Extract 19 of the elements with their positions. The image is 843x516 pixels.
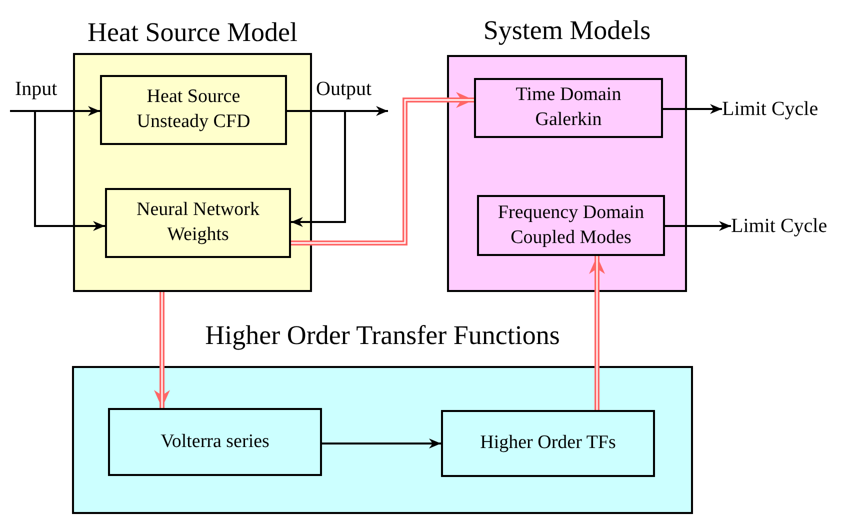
process-box: Higher Order TFs <box>441 410 655 477</box>
output-label: Limit Cycle <box>722 98 818 120</box>
process-box: Volterra series <box>108 408 322 476</box>
double-arrow <box>291 92 474 246</box>
group-heading: Higher Order Transfer Functions <box>205 320 560 351</box>
arrow <box>665 221 731 231</box>
arrow <box>663 104 722 114</box>
arrow <box>322 438 441 448</box>
double-arrow <box>589 256 605 410</box>
output-label: Limit Cycle <box>731 214 828 238</box>
group-heading: Heat Source Model <box>88 17 298 48</box>
arrow <box>34 111 105 231</box>
process-box: Frequency Domain Coupled Modes <box>477 195 665 256</box>
process-box: Heat Source Unsteady CFD <box>100 75 287 145</box>
double-arrow <box>154 292 170 408</box>
group-heading: System Models <box>483 15 651 46</box>
arrow <box>10 106 100 116</box>
process-box: Time Domain Galerkin <box>474 78 663 138</box>
process-box: Neural Network Weights <box>105 188 291 258</box>
